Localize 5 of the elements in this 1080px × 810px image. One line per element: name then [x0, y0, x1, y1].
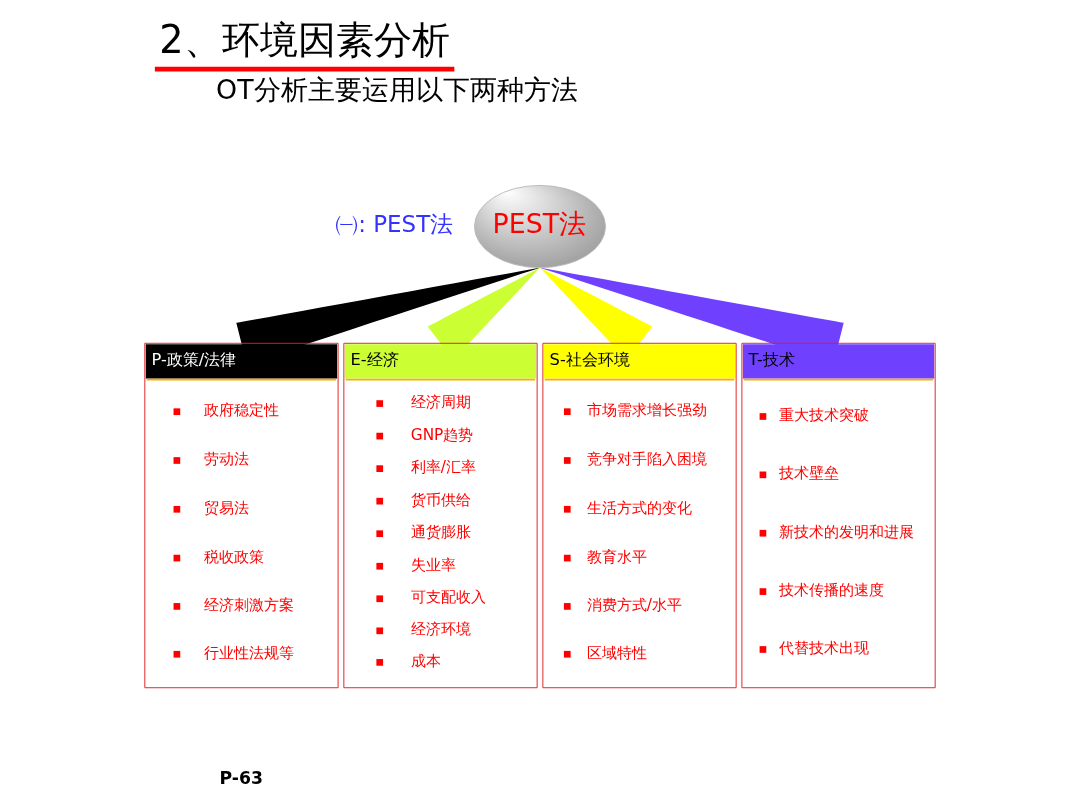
label: OT分析主要运用以下两种方法 — [216, 74, 578, 106]
node-ellipse: PEST法 — [473, 184, 606, 269]
label: ㈠: PEST法 — [335, 211, 454, 238]
label: P-63 — [219, 767, 263, 788]
diagram-title: 2、环境因素分析 — [159, 17, 450, 63]
